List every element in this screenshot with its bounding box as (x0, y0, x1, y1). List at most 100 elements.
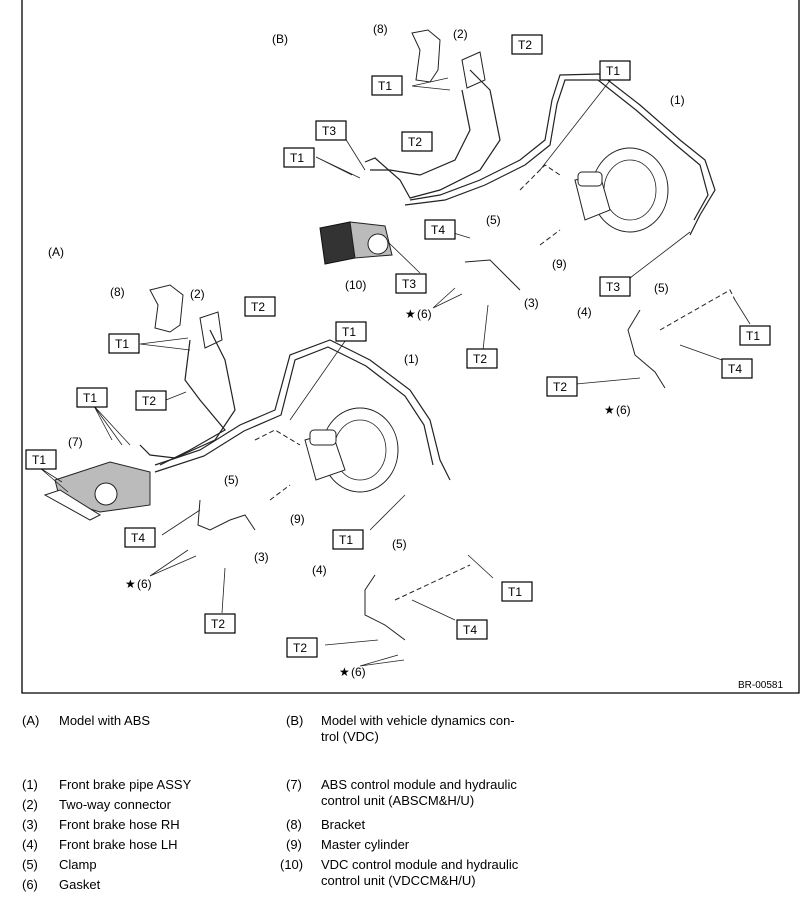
callout-10: (10) (345, 278, 366, 292)
torque-t4-b2: T4 (721, 358, 753, 379)
dash-b-2 (659, 289, 736, 331)
svg-text:T1: T1 (508, 585, 522, 599)
torque-t4-a1: T4 (124, 527, 156, 548)
callout-2-b: (2) (453, 27, 468, 41)
legend-text: Bracket (321, 817, 366, 832)
leader-a-t2b (221, 567, 226, 614)
svg-text:T1: T1 (290, 151, 304, 165)
dash-a-2 (394, 564, 471, 601)
leader-b-t4r (679, 344, 723, 361)
dash-a-1 (254, 429, 301, 446)
svg-text:T2: T2 (142, 394, 156, 408)
torque-t2-a4: T2 (286, 637, 318, 658)
reservoir-b (577, 171, 603, 187)
vdc-motor (367, 233, 389, 255)
callout-5-b: (5) (486, 213, 501, 227)
legend-num: (6) (22, 877, 38, 892)
svg-text:T4: T4 (728, 362, 742, 376)
svg-text:T1: T1 (378, 79, 392, 93)
legend-text: VDC control module and hydraulic control… (321, 857, 519, 888)
callout-9-a: (9) (290, 512, 305, 526)
callout-8-b: (8) (373, 22, 388, 36)
legend-num: (4) (22, 837, 38, 852)
svg-text:T3: T3 (322, 124, 336, 138)
svg-text:T3: T3 (606, 280, 620, 294)
callout-4-b: (4) (577, 305, 592, 319)
svg-text:T1: T1 (339, 533, 353, 547)
leader-a-t2a (165, 391, 187, 401)
callout-1-a: (1) (404, 352, 419, 366)
torque-t2-b3: T2 (466, 348, 498, 369)
legend-num: (10) (280, 857, 304, 872)
legend-text: Gasket (59, 877, 101, 892)
callout-8-a: (8) (110, 285, 125, 299)
legend-text: Front brake hose LH (59, 837, 178, 852)
svg-text:T4: T4 (131, 531, 145, 545)
svg-text:T2: T2 (408, 135, 422, 149)
callout-1-b: (1) (670, 93, 685, 107)
torque-t1-a1: T1 (335, 321, 367, 342)
front-brake-pipe-a (154, 339, 451, 481)
leader-a-t1a (139, 337, 191, 351)
torque-t1-b1: T1 (599, 60, 631, 81)
brake-line-diagram: (B) (A) (8) (2) (1) (5) (9) (10) (3) ★ (… (21, 0, 800, 694)
leader-a-t1d (289, 333, 351, 421)
legend-num: (3) (22, 817, 38, 832)
callout-6-star-a2: ★ (339, 665, 350, 679)
front-brake-pipe-b (409, 73, 716, 236)
svg-text:T4: T4 (463, 623, 477, 637)
dash-b-1 (519, 164, 561, 191)
torque-t2-a2: T2 (135, 390, 167, 411)
callout-6-a2: (6) (351, 665, 366, 679)
abs-assembly (39, 284, 494, 667)
legend-text: Model with vehicle dynamics con- trol (V… (321, 713, 515, 744)
front-brake-hose-rh-a (197, 499, 256, 531)
torque-t3-b3: T3 (599, 276, 631, 297)
abs-base (43, 489, 102, 521)
svg-text:T1: T1 (83, 391, 97, 405)
legend-num: (B) (286, 713, 304, 728)
leader-a-t2r (324, 639, 379, 646)
callout-6-star-a: ★ (125, 577, 136, 591)
legend-num: (2) (22, 797, 38, 812)
leader-a-t1e (369, 494, 406, 531)
pipe-b-2 (370, 89, 471, 176)
legend-text: Two-way connector (59, 797, 171, 812)
figure-code: BR-00581 (738, 680, 783, 691)
torque-t2-b4: T2 (546, 376, 578, 397)
svg-text:T4: T4 (431, 223, 445, 237)
leader-b-t3a (344, 137, 366, 171)
svg-text:T2: T2 (211, 617, 225, 631)
legend-text: Model with ABS (59, 713, 151, 728)
legend-num: (8) (286, 817, 302, 832)
svg-text:T1: T1 (342, 325, 356, 339)
svg-text:T3: T3 (402, 277, 416, 291)
svg-text:T2: T2 (251, 300, 265, 314)
torque-t2-b1: T2 (511, 34, 543, 55)
callout-6-star-b: ★ (405, 307, 416, 321)
svg-text:T2: T2 (473, 352, 487, 366)
legend-num: (A) (22, 713, 40, 728)
legend-num: (5) (22, 857, 38, 872)
front-brake-pipe-b-2 (404, 79, 709, 221)
legend-text: Front brake pipe ASSY (59, 777, 192, 792)
two-way-connector-a (199, 311, 223, 349)
leader-a-t1b (93, 405, 131, 446)
vdc-assembly (315, 29, 751, 389)
front-brake-pipe-a-2 (154, 346, 434, 473)
callout-2-a: (2) (190, 287, 205, 301)
callout-6-b2: (6) (616, 403, 631, 417)
section-label-a: (A) (48, 245, 64, 259)
pipe-b-1 (364, 69, 501, 199)
torque-t1-b4: T1 (739, 325, 771, 346)
callout-5-a: (5) (224, 473, 239, 487)
callout-7: (7) (68, 435, 83, 449)
callout-6-b: (6) (417, 307, 432, 321)
callout-5-b2: (5) (654, 281, 669, 295)
leader-b-t3b (387, 241, 421, 274)
torque-t1-a4: T1 (25, 449, 57, 470)
front-brake-hose-rh-b (464, 259, 521, 291)
section-label-b: (B) (272, 32, 288, 46)
legend-num: (7) (286, 777, 302, 792)
callout-3-a: (3) (254, 550, 269, 564)
